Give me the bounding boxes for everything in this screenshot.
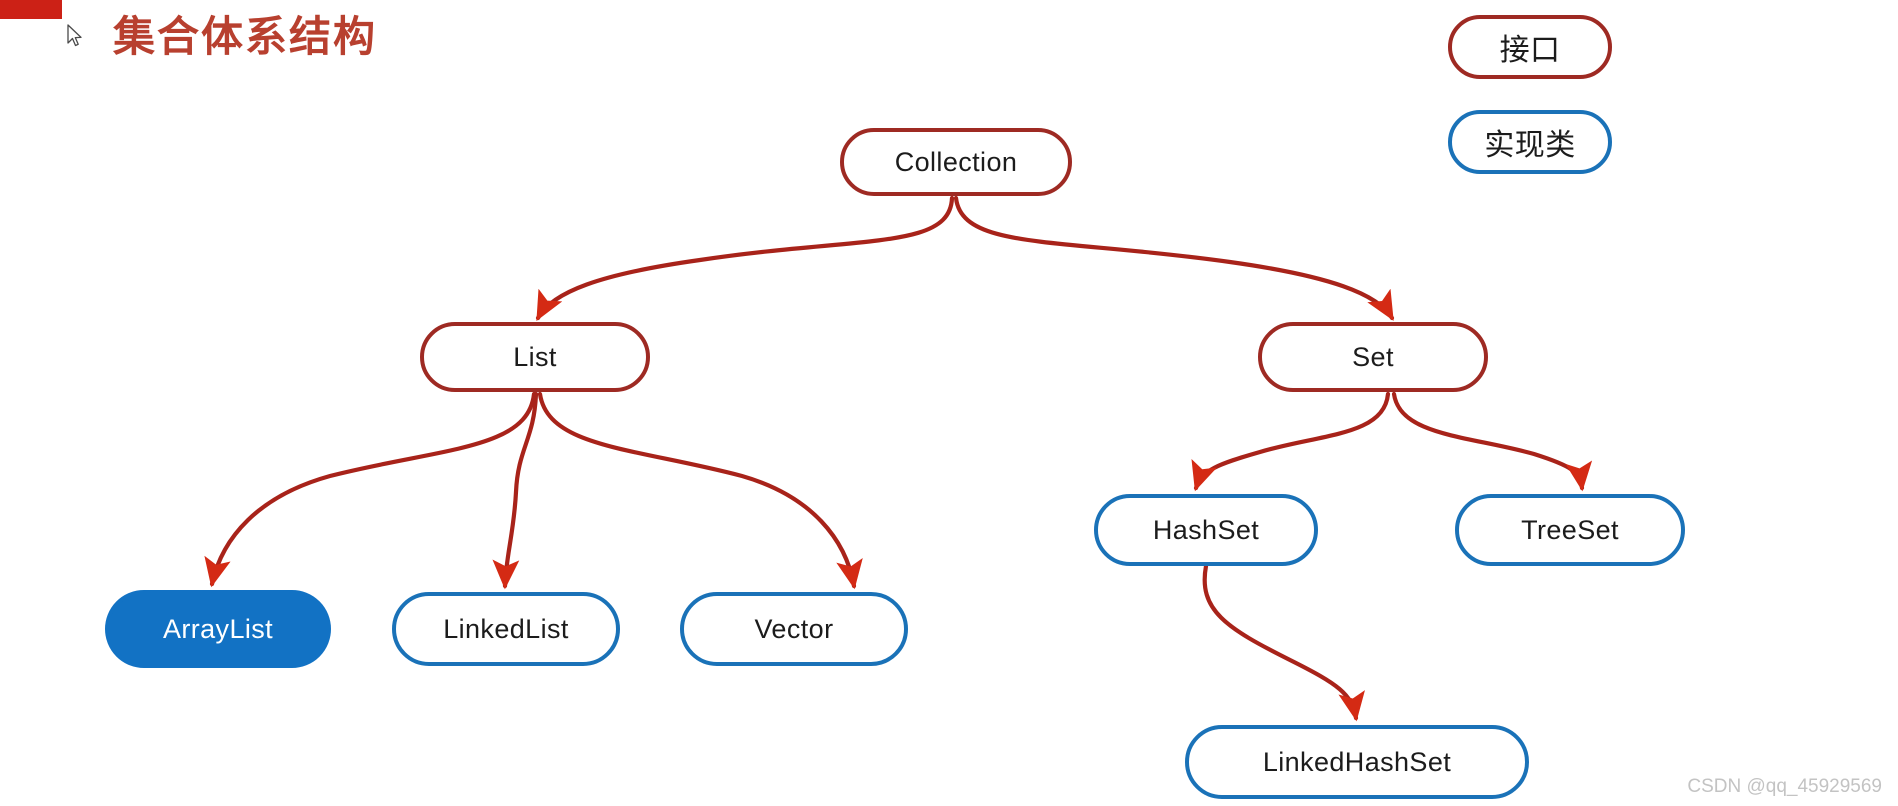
node-list[interactable]: List — [420, 322, 650, 392]
node-linkedhashset[interactable]: LinkedHashSet — [1185, 725, 1529, 799]
watermark: CSDN @qq_45929569 — [1687, 776, 1882, 797]
legend-item-interface: 接口 — [1448, 15, 1612, 79]
edge-set-treeset — [1391, 391, 1593, 492]
legend-item-impl: 实现类 — [1448, 110, 1612, 174]
node-linkedlist[interactable]: LinkedList — [392, 592, 620, 666]
node-arraylist-label: ArrayList — [162, 613, 274, 644]
mouse-cursor-icon — [67, 24, 82, 47]
corner-marker — [0, 0, 62, 19]
edge-list-vector — [537, 391, 863, 590]
node-collection[interactable]: Collection — [840, 128, 1072, 196]
legend-interface-label: 接口 — [1499, 34, 1561, 67]
legend-impl-label: 实现类 — [1484, 129, 1576, 162]
node-collection-label: Collection — [894, 146, 1018, 177]
edge-set-hashset — [1191, 391, 1391, 492]
node-set[interactable]: Set — [1258, 322, 1488, 392]
edge-collection-set — [953, 195, 1395, 321]
node-hashset[interactable]: HashSet — [1094, 494, 1318, 566]
edge-collection-list — [535, 195, 955, 321]
node-linkedhashset-label: LinkedHashSet — [1262, 746, 1452, 777]
node-list-label: List — [513, 341, 557, 372]
node-vector-label: Vector — [754, 613, 834, 644]
node-set-label: Set — [1352, 341, 1394, 372]
page-title: 集合体系结构 — [113, 13, 378, 60]
node-treeset-label: TreeSet — [1521, 514, 1619, 545]
node-treeset[interactable]: TreeSet — [1455, 494, 1685, 566]
node-arraylist[interactable]: ArrayList — [105, 590, 331, 668]
edge-list-linkedlist — [492, 391, 539, 590]
edge-list-arraylist — [204, 391, 537, 588]
node-vector[interactable]: Vector — [680, 592, 908, 666]
edge-hashset-linkedhashset — [1202, 563, 1365, 722]
node-linkedlist-label: LinkedList — [443, 613, 569, 644]
node-hashset-label: HashSet — [1152, 514, 1260, 545]
